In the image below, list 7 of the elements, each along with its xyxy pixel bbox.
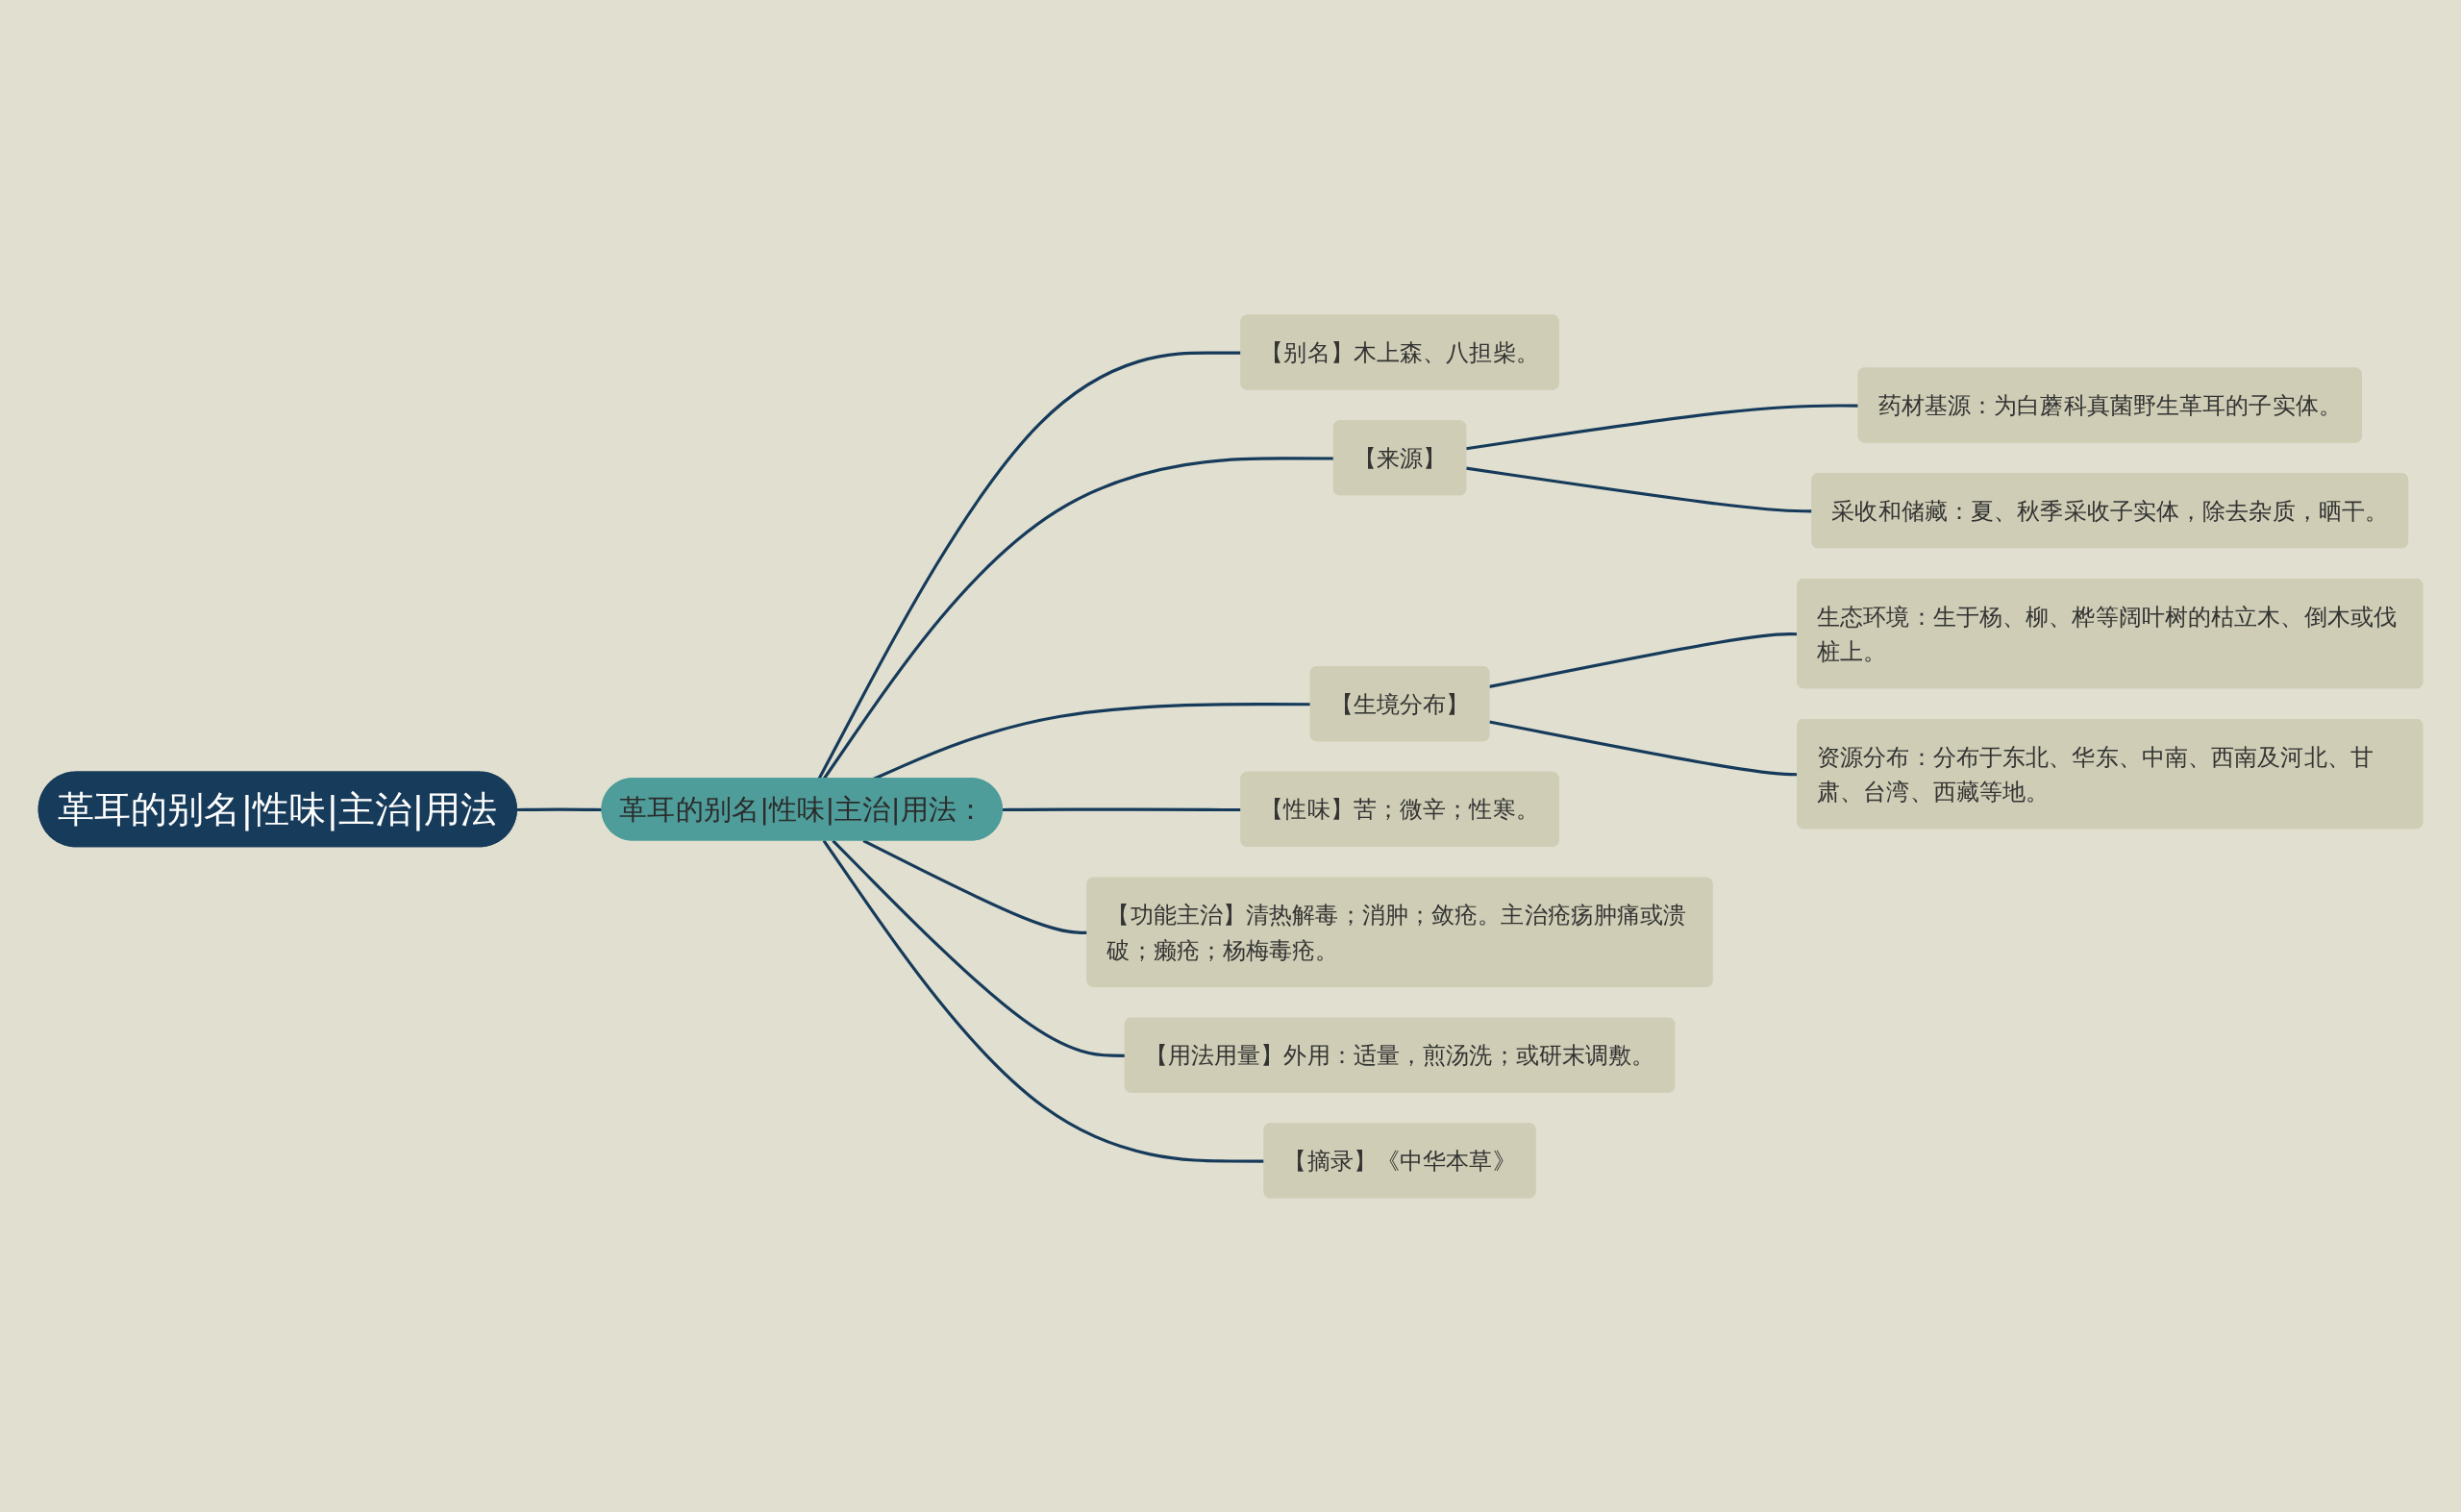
connector [1466,466,1813,512]
connector [862,838,1088,934]
connector [1002,807,1242,811]
connector [822,839,1265,1163]
connector [817,351,1242,780]
connector [1466,403,1859,450]
connector [516,807,603,811]
